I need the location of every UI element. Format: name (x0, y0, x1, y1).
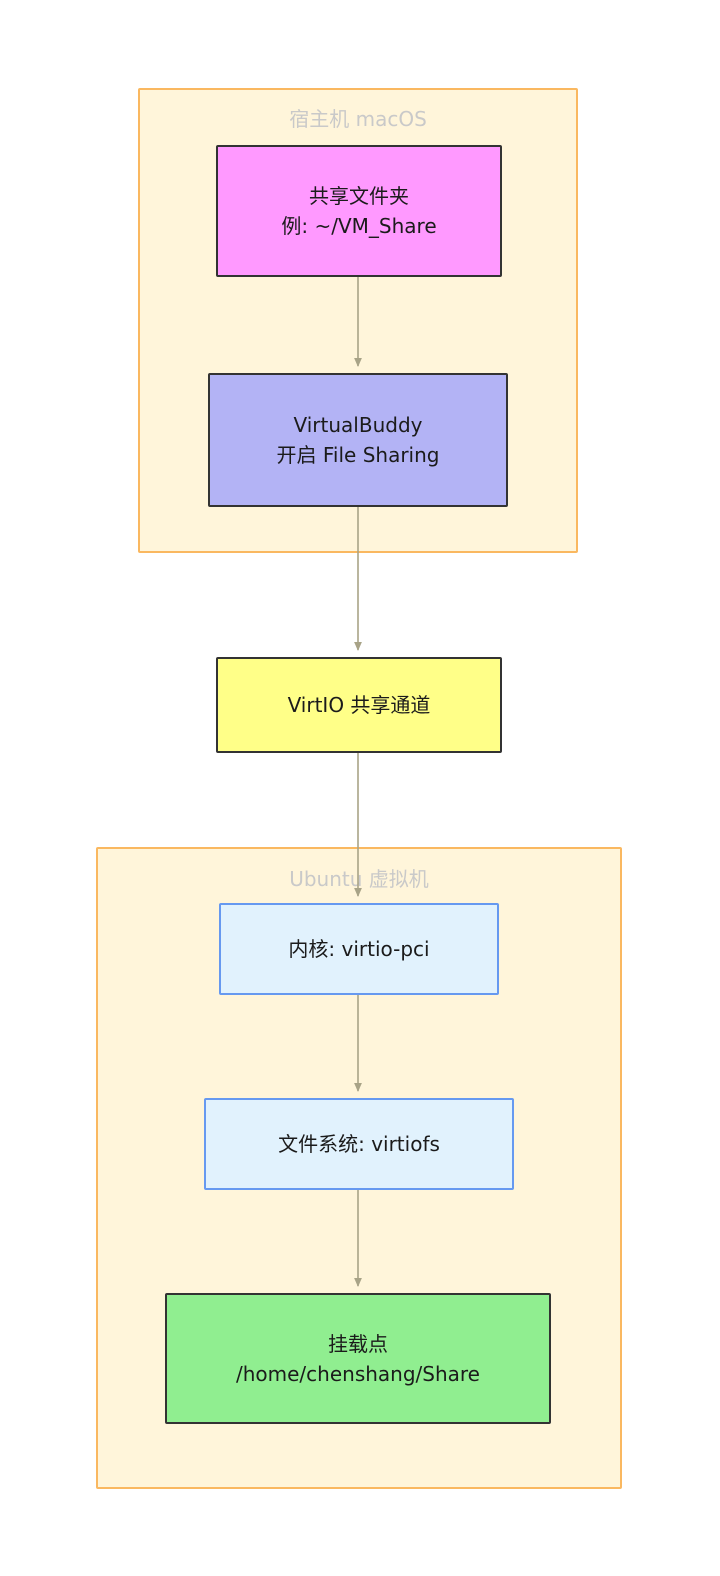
node-virtio-channel-line1: VirtIO 共享通道 (287, 693, 431, 717)
node-mount-point[interactable]: 挂载点 /home/chenshang/Share (165, 1293, 551, 1424)
node-virtio-channel[interactable]: VirtIO 共享通道 (216, 657, 502, 753)
node-virtualbuddy-line1: VirtualBuddy (293, 413, 423, 437)
node-shared-folder[interactable]: 共享文件夹 例: ~/VM_Share (216, 145, 502, 277)
node-kernel-virtio-pci-line1: 内核: virtio-pci (288, 937, 430, 961)
subgraph-ubuntu-vm-title: Ubuntu 虚拟机 (289, 867, 429, 891)
node-virtualbuddy[interactable]: VirtualBuddy 开启 File Sharing (208, 373, 508, 507)
node-shared-folder-line1: 共享文件夹 (309, 184, 409, 208)
node-virtualbuddy-line2: 开启 File Sharing (276, 443, 440, 467)
node-filesystem-virtiofs[interactable]: 文件系统: virtiofs (204, 1098, 514, 1190)
node-mount-point-line1: 挂载点 (328, 1331, 388, 1356)
node-mount-point-line2: /home/chenshang/Share (235, 1361, 480, 1386)
node-filesystem-virtiofs-line1: 文件系统: virtiofs (278, 1132, 440, 1156)
node-kernel-virtio-pci[interactable]: 内核: virtio-pci (219, 903, 499, 995)
subgraph-host-macos-title: 宿主机 macOS (289, 107, 427, 131)
node-shared-folder-line2: 例: ~/VM_Share (281, 214, 437, 238)
